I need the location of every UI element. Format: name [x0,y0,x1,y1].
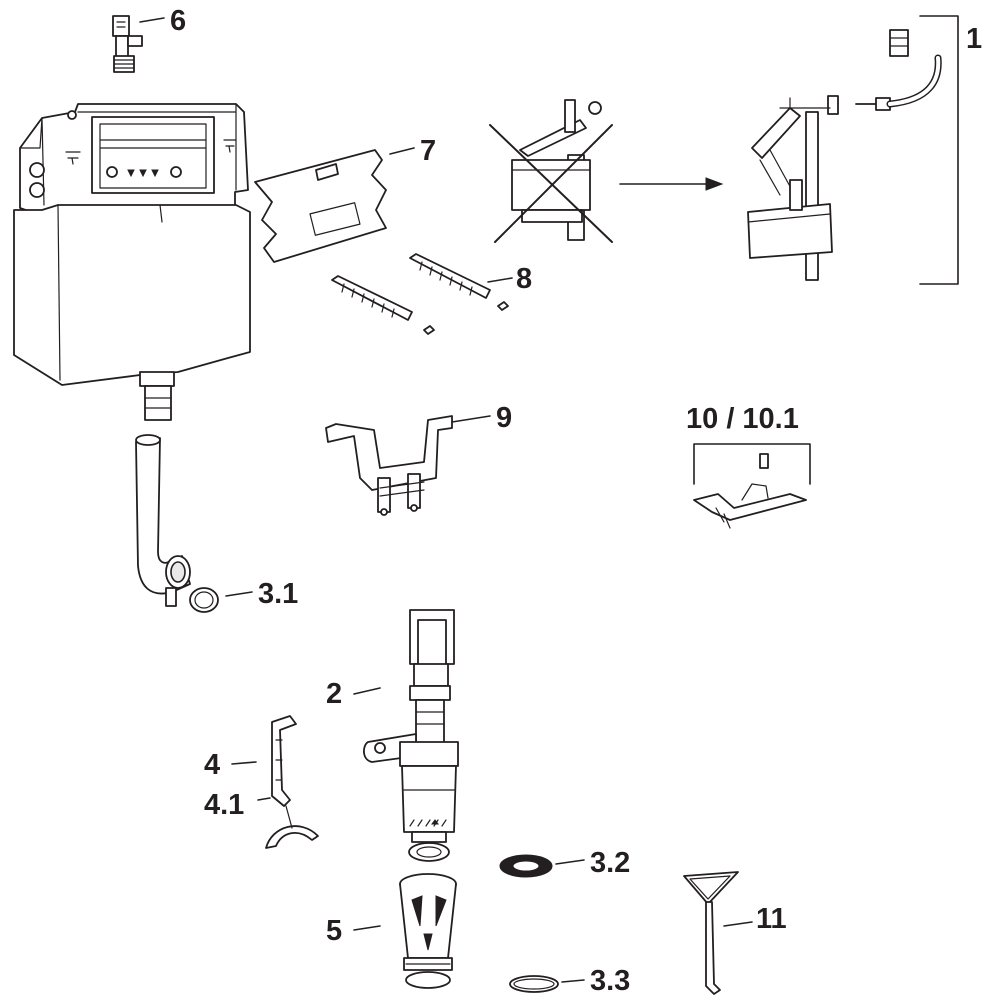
flush-pipe-elbow [135,434,219,613]
label-3-1: 3.1 [258,578,298,610]
leader-2 [353,687,381,695]
angle-valve [112,15,143,73]
leader-9 [451,415,491,423]
flush-valve [363,609,459,862]
lever-mechanism [693,453,807,529]
wall-plugs-screws [331,253,509,335]
release-key [683,871,739,995]
old-fill-valve-crossed-out [489,99,613,243]
leader-3-1 [225,591,253,597]
label-3-2: 3.2 [590,847,630,879]
replacement-arrow [619,177,724,191]
label-5: 5 [326,915,342,947]
label-2: 2 [326,678,342,710]
o-ring [509,975,559,993]
strainer [399,873,457,989]
label-10-10-1: 10 / 10.1 [686,403,799,435]
label-11: 11 [756,903,787,935]
label-3-3: 3.3 [590,965,630,997]
cross-mark [489,124,613,243]
fill-valve-with-hose [747,29,942,281]
leader-11 [723,921,753,927]
label-1: 1 [966,23,982,55]
bracket-1 [919,15,959,285]
washer [499,854,553,878]
label-7: 7 [420,135,436,167]
overflow-clip [265,715,319,849]
label-8: 8 [516,263,532,295]
label-4-1: 4.1 [204,789,244,821]
label-9: 9 [496,402,512,434]
leader-4 [231,761,257,765]
bracket-10 [693,443,811,485]
label-4: 4 [204,749,220,781]
cover-plate [254,149,387,263]
leader-3-2 [555,859,585,865]
leader-7 [389,147,415,155]
leader-8 [487,277,513,283]
leader-3-3 [561,979,585,983]
leader-5 [353,925,381,931]
cistern [13,103,251,421]
bracket [325,415,453,516]
leader-4-1 [257,797,271,801]
label-6: 6 [170,5,186,37]
leader-6 [139,17,165,23]
